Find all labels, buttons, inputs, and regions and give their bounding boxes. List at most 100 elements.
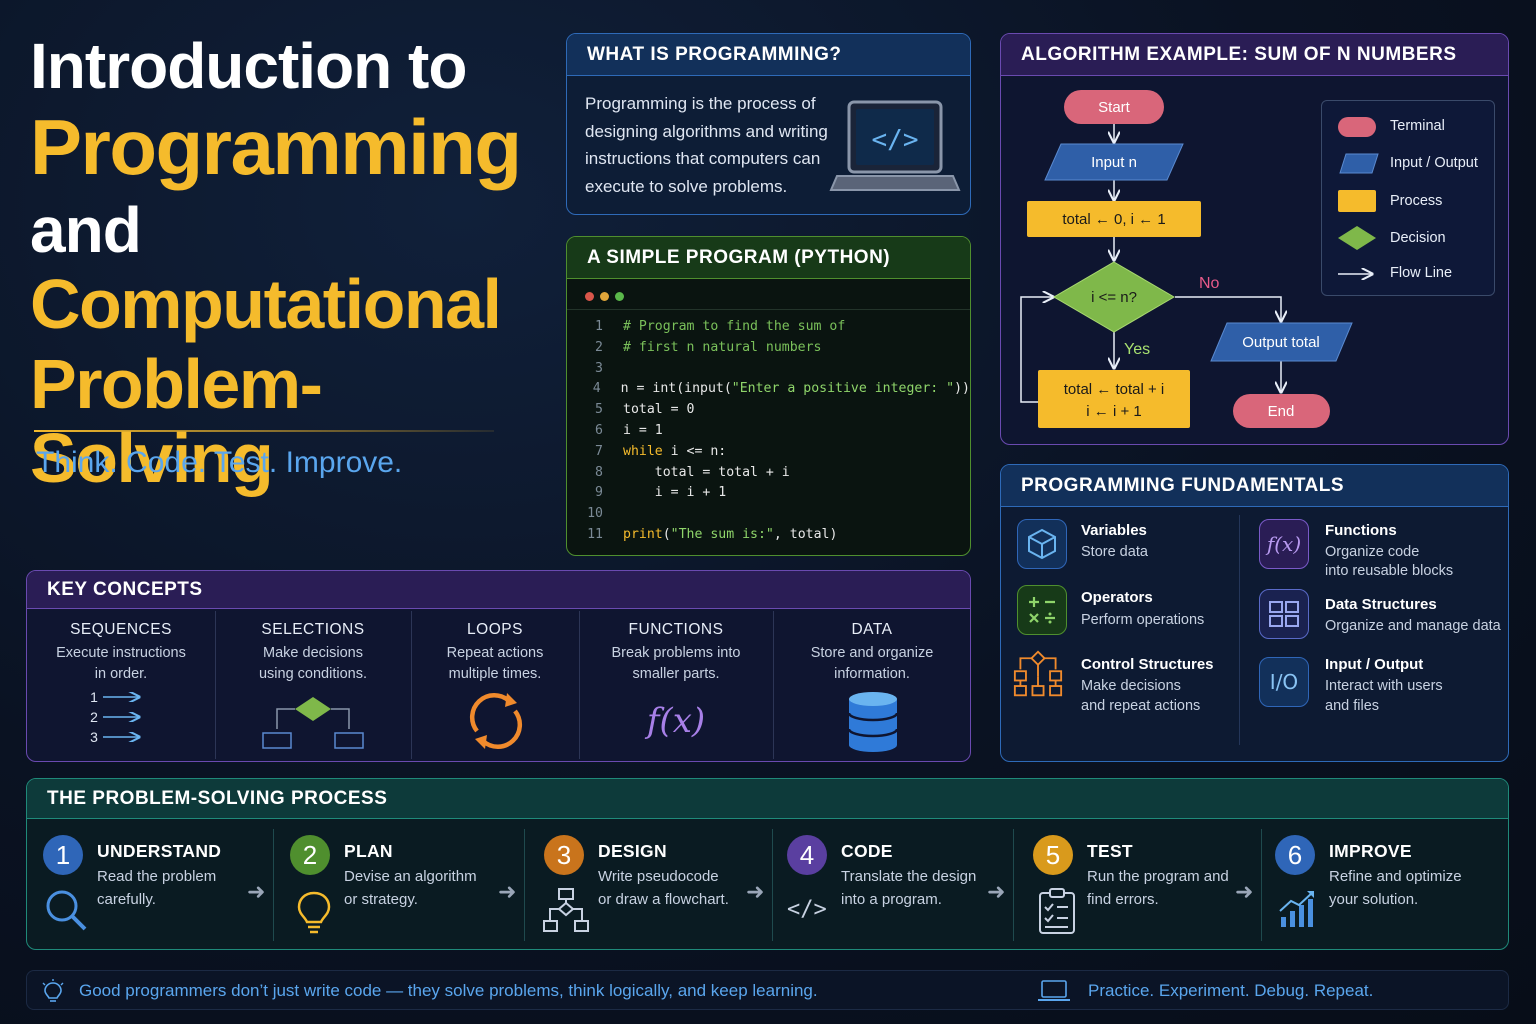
line-number: 1 <box>595 319 603 334</box>
decision-node <box>1053 261 1175 333</box>
step-number: 5 <box>1033 835 1073 875</box>
code-panel: A SIMPLE PROGRAM (PYTHON) 1 # Program to … <box>566 236 971 556</box>
concept-desc-2: smaller parts. <box>632 666 720 682</box>
step-title: UNDERSTAND <box>97 841 222 861</box>
step-desc-2: your solution. <box>1329 891 1419 908</box>
line-number: 9 <box>595 485 603 501</box>
concept-title: LOOPS <box>467 621 523 638</box>
lightbulb-icon <box>42 979 64 1002</box>
step-number: 3 <box>544 835 584 875</box>
input-output-desc-1: Interact with users <box>1325 678 1443 694</box>
database-icon <box>847 692 899 752</box>
step-number: 4 <box>787 835 827 875</box>
operators-desc: Perform operations <box>1081 612 1205 628</box>
data-structures-title: Data Structures <box>1325 596 1437 613</box>
red-dot-icon <box>585 292 594 301</box>
laptop-icon <box>1038 980 1070 1001</box>
concept-title: FUNCTIONS <box>628 621 724 638</box>
terminal-swatch-icon <box>1338 117 1376 137</box>
control-structures-desc-1: Make decisions <box>1081 678 1181 694</box>
step-desc-2: find errors. <box>1087 891 1159 908</box>
code-line: 8 total = total + i <box>567 463 970 484</box>
start-terminal <box>1064 90 1164 124</box>
what-is-programming-text: Programming is the process of designing … <box>585 94 828 196</box>
footer-motto: Practice. Experiment. Debug. Repeat. <box>1088 981 1374 1000</box>
flow-structure-icon <box>1013 649 1063 699</box>
concept-functions: FUNCTIONS Break problems into smaller pa… <box>579 611 773 761</box>
end-terminal <box>1233 394 1330 428</box>
io-swatch-icon <box>1339 153 1379 174</box>
control-structures-desc-2: and repeat actions <box>1081 698 1201 714</box>
arrow-right-icon: ➜ <box>1235 879 1254 904</box>
variables-title: Variables <box>1081 522 1147 539</box>
concept-title: SEQUENCES <box>70 621 172 638</box>
end-label: End <box>1268 403 1295 420</box>
code-text: # Program to find the sum of <box>623 319 846 334</box>
concept-sequences: SEQUENCES Execute instructions in order.… <box>27 611 215 761</box>
start-label: Start <box>1098 99 1131 116</box>
decision-swatch-icon <box>1338 226 1376 250</box>
step-desc-2: or draw a flowchart. <box>598 891 729 908</box>
operators-icon <box>1017 585 1067 635</box>
step-desc-2: into a program. <box>841 891 942 908</box>
concept-data: DATA Store and organize information. <box>773 611 970 761</box>
step-desc-1: Write pseudocode <box>598 868 719 885</box>
concept-selections: SELECTIONS Make decisions using conditio… <box>215 611 411 761</box>
fundamentals-panel: PROGRAMMING FUNDAMENTALS Variables Store… <box>1000 464 1509 762</box>
code-panel-heading: A SIMPLE PROGRAM (PYTHON) <box>567 237 970 279</box>
line-number: 7 <box>595 443 603 459</box>
window-dots <box>585 292 624 301</box>
svg-text:</>: </> <box>872 125 919 155</box>
io-icon: I/O <box>1259 657 1309 707</box>
code-text: total = 0 <box>623 402 695 418</box>
step-title: IMPROVE <box>1329 841 1412 861</box>
algorithm-heading: ALGORITHM EXAMPLE: SUM OF N NUMBERS <box>1001 34 1508 76</box>
line-number: 6 <box>595 422 603 438</box>
problem-solving-heading: THE PROBLEM-SOLVING PROCESS <box>27 779 1508 819</box>
step-title: CODE <box>841 841 893 861</box>
legend-process: Process <box>1390 193 1443 209</box>
yes-label: Yes <box>1124 341 1150 358</box>
output-label: Output total <box>1242 334 1320 351</box>
code-text <box>603 359 623 380</box>
footer-bar: Good programmers don’t just write code —… <box>26 970 1509 1010</box>
control-structures-title: Control Structures <box>1081 656 1214 673</box>
concept-title: DATA <box>851 621 893 638</box>
function-icon: f(x) <box>646 701 706 741</box>
function-icon: f(x) <box>1259 519 1309 569</box>
step-desc-1: Refine and optimize <box>1329 868 1462 885</box>
step-desc-1: Devise an algorithm <box>344 868 477 885</box>
code-text: i = 1 <box>623 422 663 438</box>
flowchart-legend: Terminal Input / Output Process Decision… <box>1321 100 1495 296</box>
grid-icon <box>1259 589 1309 639</box>
fundamentals-heading: PROGRAMMING FUNDAMENTALS <box>1001 465 1508 507</box>
line-number: 4 <box>592 381 601 397</box>
input-output-title: Input / Output <box>1325 656 1424 673</box>
variables-desc: Store data <box>1081 544 1148 560</box>
concept-title: SELECTIONS <box>261 621 365 638</box>
loop-body-line-1: total ← total + i <box>1064 381 1164 398</box>
arrow-right-icon: ➜ <box>498 879 517 904</box>
code-line: 6 i = 1 <box>567 421 970 442</box>
clipboard-check-icon <box>1039 888 1075 934</box>
step-number: 6 <box>1275 835 1315 875</box>
step-desc-1: Read the problem <box>97 868 217 885</box>
loop-body-line-2: i ← i + 1 <box>1086 403 1141 420</box>
line-number: 3 <box>595 360 603 376</box>
code-line: 9 i = i + 1 <box>567 483 970 504</box>
input-label: Input n <box>1091 154 1137 171</box>
code-line: 3 <box>567 359 970 380</box>
lightbulb-icon <box>297 891 331 934</box>
code-text: n = int(input("Enter a positive integer:… <box>620 381 970 397</box>
loop-body-process <box>1038 370 1190 428</box>
step-desc-1: Run the program and <box>1087 868 1229 885</box>
arrow-right-icon: ➜ <box>247 879 266 904</box>
concept-desc-1: Break problems into <box>611 645 741 661</box>
problem-solving-panel: THE PROBLEM-SOLVING PROCESS 1 UNDERSTAND… <box>26 778 1509 950</box>
init-label: total ← 0, i ← 1 <box>1062 211 1165 228</box>
tagline-rule <box>34 430 494 432</box>
concept-desc-2: in order. <box>94 666 148 682</box>
functions-title: Functions <box>1325 522 1397 539</box>
concept-loops: LOOPS Repeat actions multiple times. <box>411 611 579 761</box>
